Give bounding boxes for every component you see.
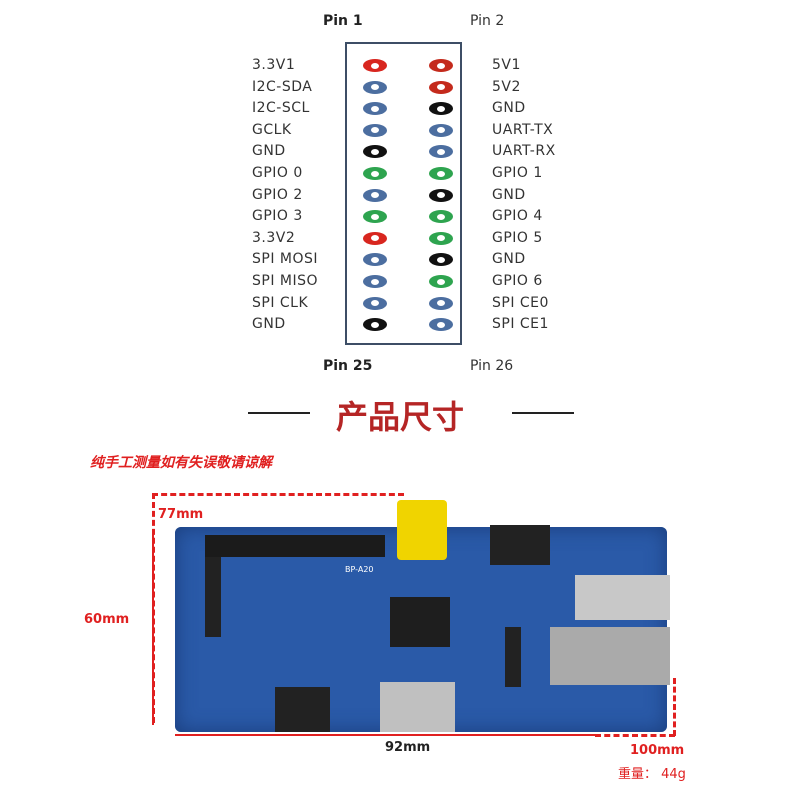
pin-label-left: SPI MISO [252, 273, 319, 289]
pin-dot-left [363, 102, 387, 116]
pin-label-right: UART-RX [492, 143, 556, 160]
board-model: BP-A20 [345, 565, 374, 574]
pin26-label: Pin 26 [470, 358, 514, 374]
gpio-header [205, 535, 385, 557]
pin-label-right: GPIO 1 [492, 165, 543, 181]
pin-header-box [345, 42, 462, 345]
pin2-label: Pin 2 [470, 13, 505, 29]
pin-label-right: GPIO 4 [492, 208, 543, 225]
pin-dot-right [429, 296, 453, 310]
title-left-rule [248, 412, 310, 414]
lcd-connector [205, 557, 221, 637]
height-label: 60mm [84, 612, 130, 627]
weight-label: 重量： 44g [618, 767, 686, 782]
ethernet-port [550, 627, 670, 685]
height-arrow [152, 530, 154, 725]
pin-dot-left [363, 59, 387, 72]
usb-port [575, 575, 670, 620]
overall-label: 100mm [630, 743, 685, 758]
pin-label-right: 5V2 [492, 78, 521, 95]
pin-dot-left [363, 123, 387, 137]
pin-dot-left [363, 80, 387, 94]
pin1-label: Pin 1 [323, 13, 363, 29]
hdmi-port [380, 682, 455, 732]
pin-label-right: SPI CE0 [492, 294, 549, 311]
soc-chip [390, 597, 450, 647]
pin-dot-left [363, 167, 387, 180]
board-image: BP-A20 [175, 500, 670, 732]
pin-label-left: I2C-SDA [252, 78, 313, 95]
pin-dot-right [429, 231, 453, 245]
pin-label-right: 5V1 [492, 57, 521, 73]
pin-label-right: SPI CE1 [492, 316, 549, 333]
pin-dot-left [363, 253, 387, 267]
pin-label-right: UART-TX [492, 121, 554, 138]
right-dim-line [673, 678, 676, 736]
length-label: 92mm [385, 740, 431, 755]
pin-label-left: SPI MOSI [252, 251, 319, 268]
pin-dot-left [363, 296, 387, 310]
pin-dot-right [429, 275, 453, 288]
audio-jack [490, 525, 550, 565]
pin-dot-left [363, 145, 387, 159]
pin-label-right: GND [492, 100, 526, 117]
measurement-note: 纯手工测量如有失误敬请谅解 [90, 455, 272, 471]
pin-dot-left [363, 210, 387, 224]
pin-dot-right [429, 253, 453, 267]
pin-dot-left [363, 318, 387, 332]
pin-dot-right [429, 318, 453, 332]
pin-dot-left [363, 275, 387, 288]
pin-label-left: 3.3V2 [252, 229, 296, 246]
pin-label-left: GPIO 2 [252, 186, 303, 203]
top-dim-line [152, 493, 404, 496]
pin-label-right: GND [492, 186, 526, 203]
sata-port [275, 687, 330, 732]
title-right-rule [512, 412, 574, 414]
pin-dot-right [429, 59, 453, 72]
pin-dot-right [429, 145, 453, 159]
width-top-label: 77mm [158, 507, 204, 522]
section-title: 产品尺寸 [335, 398, 464, 436]
pin-label-left: GND [252, 316, 286, 333]
pin-label-left: GPIO 0 [252, 165, 303, 181]
pin-dot-left [363, 188, 387, 202]
pin-dot-right [429, 188, 453, 202]
pin-dot-right [429, 80, 453, 94]
length-arrow [175, 734, 595, 736]
pin-dot-right [429, 167, 453, 180]
pin-dot-right [429, 210, 453, 224]
pin-label-left: GND [252, 143, 286, 160]
pin-label-left: GCLK [252, 121, 292, 138]
pin25-label: Pin 25 [323, 358, 373, 374]
pin-label-left: 3.3V1 [252, 57, 296, 73]
pin-label-left: I2C-SCL [252, 100, 310, 117]
pin-dot-left [363, 231, 387, 245]
pin-dot-right [429, 102, 453, 116]
pin-label-left: GPIO 3 [252, 208, 303, 225]
pin-label-left: SPI CLK [252, 294, 309, 311]
pin-dot-right [429, 123, 453, 137]
pin-label-right: GPIO 5 [492, 229, 543, 246]
pin-label-right: GPIO 6 [492, 273, 543, 289]
csi-connector [505, 627, 521, 687]
av-jack [397, 500, 447, 560]
pin-label-right: GND [492, 251, 526, 268]
overall-dim-line [595, 734, 675, 737]
